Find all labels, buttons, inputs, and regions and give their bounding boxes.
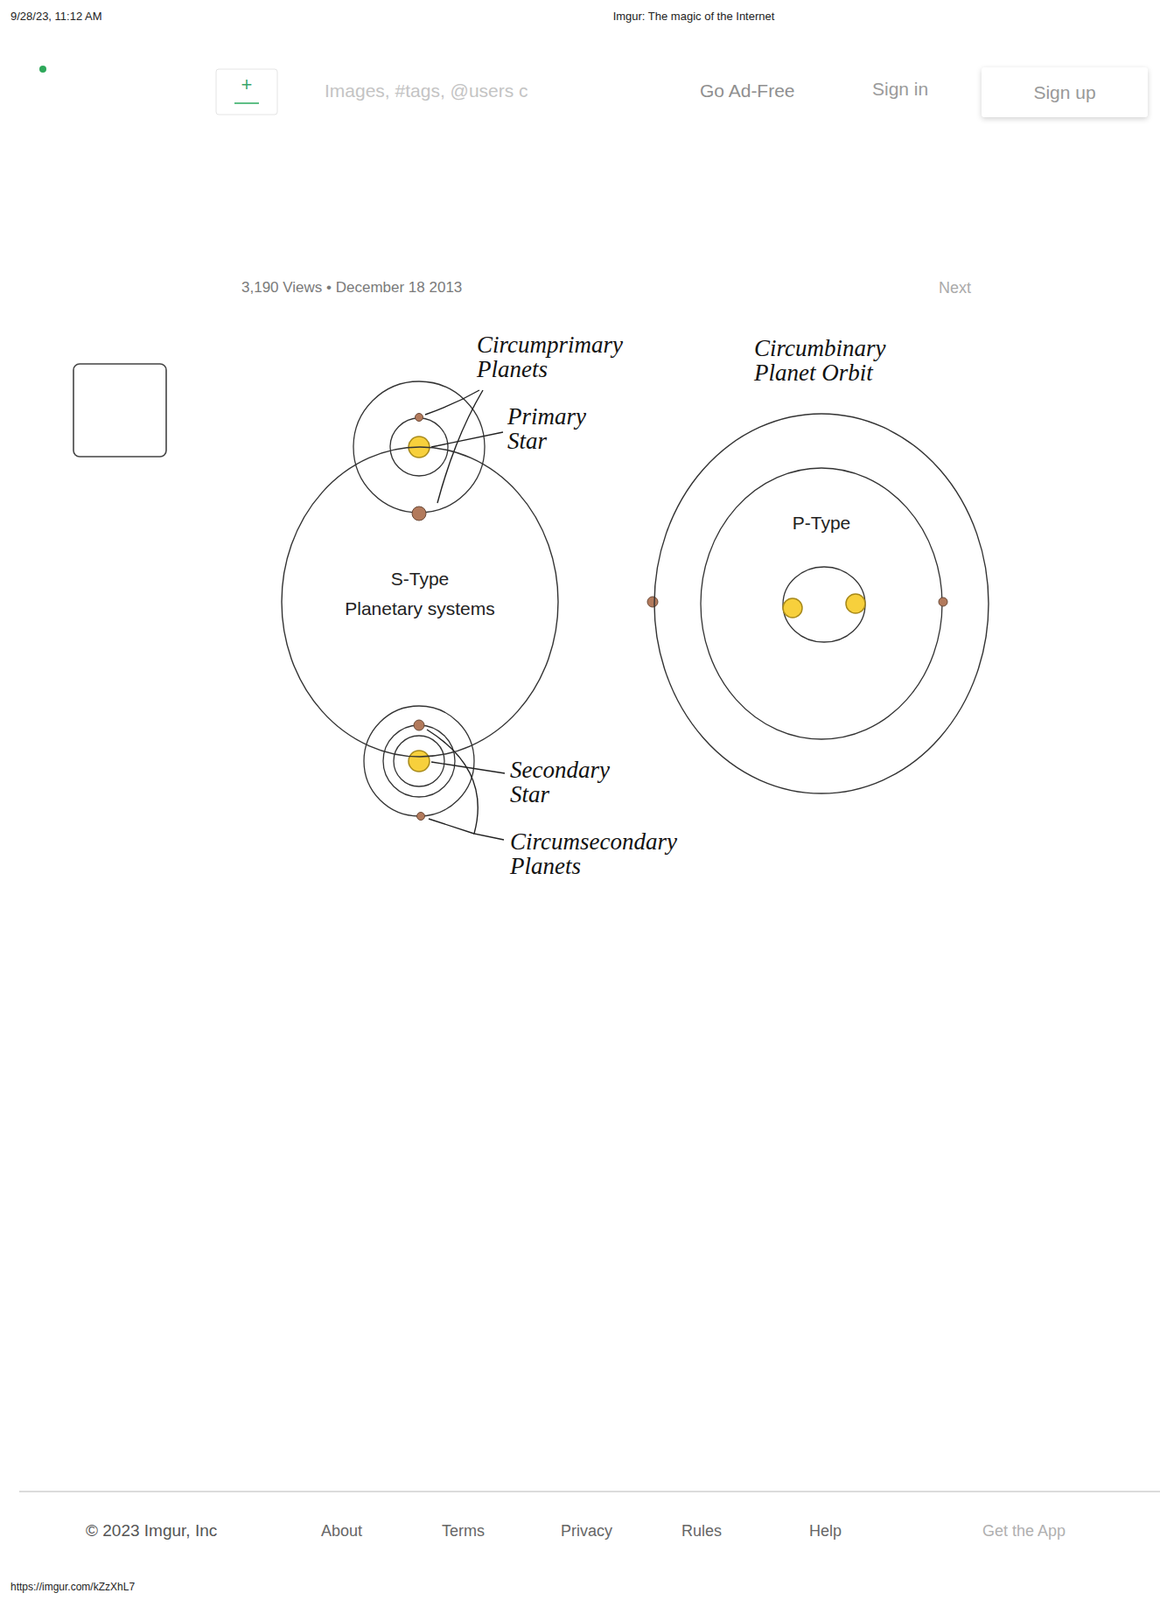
footer-copyright: © 2023 Imgur, Inc bbox=[85, 1521, 217, 1541]
add-icon: + bbox=[241, 73, 253, 96]
footer-rule bbox=[19, 1490, 1160, 1493]
status-dot bbox=[39, 65, 47, 73]
bottom-system bbox=[363, 705, 475, 817]
footer-link: Privacy bbox=[560, 1522, 613, 1541]
node-text: S-Type bbox=[280, 568, 560, 590]
add-button bbox=[216, 69, 278, 115]
post-meta: 3,190 Views • December 18 2013 bbox=[241, 279, 462, 297]
footer-link: Help bbox=[809, 1522, 842, 1541]
p-type-orbits bbox=[700, 468, 943, 740]
search-placeholder: Images, #tags, @users c bbox=[324, 80, 529, 102]
timestamp: 9/28/23, 11:12 AM bbox=[10, 10, 103, 24]
handwritten-label: Circumsecondary Planets bbox=[510, 829, 712, 880]
add-underline bbox=[234, 102, 259, 105]
node-text: Planetary systems bbox=[280, 598, 560, 620]
footer-link: Terms bbox=[441, 1522, 485, 1541]
next-link: Next bbox=[938, 279, 972, 298]
handwritten-label: Circumprimary Planets bbox=[476, 332, 643, 383]
footer-link: Get the App bbox=[982, 1522, 1066, 1541]
empty-square bbox=[73, 363, 167, 457]
nav-link: Sign in bbox=[872, 78, 929, 100]
outline bbox=[653, 412, 990, 795]
s-type-circle: S-TypePlanetary systems bbox=[280, 446, 560, 758]
nav-link: Go Ad-Free bbox=[699, 80, 796, 102]
footer-link: Rules bbox=[681, 1522, 722, 1541]
node-text: P-Type bbox=[653, 512, 990, 534]
handwritten-label: Circumbinary Planet Orbit bbox=[754, 335, 930, 386]
signup-button: Sign up bbox=[981, 67, 1148, 118]
handwritten-label: Secondary Star bbox=[510, 757, 624, 808]
handwritten-label: Primary Star bbox=[507, 404, 600, 455]
page-url: https://imgur.com/kZzXhL7 bbox=[10, 1581, 135, 1594]
footer-link: About bbox=[321, 1522, 363, 1541]
p-type-circle: P-Type bbox=[653, 412, 990, 795]
node-text: Sign up bbox=[981, 82, 1148, 104]
page-title: Imgur: The magic of the Internet bbox=[613, 10, 776, 24]
